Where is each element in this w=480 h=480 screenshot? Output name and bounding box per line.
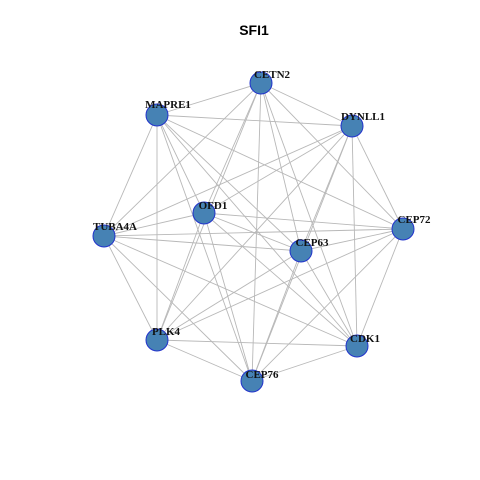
- edge-cep72-cep76: [251, 228, 404, 382]
- node-label-cep72: CEP72: [398, 214, 432, 226]
- edge-cetn2-dynll1: [260, 82, 353, 127]
- edge-mapre1-ofd1: [156, 114, 205, 214]
- node-cep76: CEP76: [240, 369, 280, 393]
- node-circle-cep72: [391, 217, 415, 241]
- node-dynll1: DYNLL1: [340, 111, 385, 138]
- edge-cep63-cep76: [251, 250, 302, 382]
- edge-cetn2-mapre1: [156, 82, 262, 116]
- node-label-dynll1: DYNLL1: [341, 111, 385, 123]
- node-circle-cep63: [289, 239, 313, 263]
- edge-dynll1-cdk1: [351, 125, 358, 347]
- edge-mapre1-cep76: [156, 114, 253, 382]
- edge-cetn2-cep72: [260, 82, 404, 230]
- diagram-title: SFI1: [239, 22, 269, 38]
- node-label-cdk1: CDK1: [350, 333, 380, 345]
- node-label-cep76: CEP76: [246, 369, 280, 381]
- edge-ofd1-tuba4a: [103, 212, 205, 237]
- edge-tuba4a-cdk1: [103, 235, 358, 347]
- node-plk4: PLK4: [145, 326, 181, 352]
- edge-layer: [103, 82, 404, 382]
- edge-cep63-plk4: [156, 250, 302, 341]
- node-circle-cep76: [240, 369, 264, 393]
- node-circle-cetn2: [249, 71, 273, 95]
- node-circle-tuba4a: [92, 224, 116, 248]
- edge-cetn2-cdk1: [260, 82, 358, 347]
- edge-ofd1-cep76: [203, 212, 253, 382]
- edge-mapre1-cep63: [156, 114, 302, 252]
- edge-cetn2-ofd1: [203, 82, 262, 214]
- node-cep63: CEP63: [289, 237, 330, 263]
- node-circle-ofd1: [192, 201, 216, 225]
- edge-cep72-cep63: [300, 228, 404, 252]
- node-cep72: CEP72: [391, 214, 432, 241]
- node-cdk1: CDK1: [345, 333, 380, 358]
- edge-mapre1-cep72: [156, 114, 404, 230]
- node-cetn2: CETN2: [249, 69, 291, 95]
- edge-plk4-cdk1: [156, 339, 358, 347]
- edge-dynll1-ofd1: [203, 125, 353, 214]
- edge-cetn2-cep63: [260, 82, 302, 252]
- edge-cep72-cdk1: [356, 228, 404, 347]
- node-label-mapre1: MAPRE1: [145, 99, 191, 111]
- edge-plk4-cep76: [156, 339, 253, 382]
- edge-cdk1-cep76: [251, 345, 358, 382]
- edge-dynll1-tuba4a: [103, 125, 353, 237]
- node-label-cep63: CEP63: [296, 237, 330, 249]
- node-label-ofd1: OFD1: [199, 200, 228, 212]
- edge-cep72-plk4: [156, 228, 404, 341]
- edge-mapre1-tuba4a: [103, 114, 158, 237]
- node-label-plk4: PLK4: [152, 326, 181, 338]
- node-circle-plk4: [145, 328, 169, 352]
- node-label-tuba4a: TUBA4A: [93, 221, 137, 233]
- edge-tuba4a-cep63: [103, 235, 302, 252]
- node-tuba4a: TUBA4A: [92, 221, 137, 248]
- edge-cetn2-tuba4a: [103, 82, 262, 237]
- edge-dynll1-cep72: [351, 125, 404, 230]
- edge-tuba4a-cep76: [103, 235, 253, 382]
- edge-cep63-cdk1: [300, 250, 358, 347]
- node-mapre1: MAPRE1: [145, 99, 191, 127]
- edge-ofd1-cdk1: [203, 212, 358, 347]
- edge-tuba4a-cep72: [103, 228, 404, 237]
- edge-ofd1-cep63: [203, 212, 302, 252]
- node-circle-mapre1: [145, 103, 169, 127]
- node-label-cetn2: CETN2: [254, 69, 291, 81]
- node-circle-dynll1: [340, 114, 364, 138]
- edge-tuba4a-plk4: [103, 235, 158, 341]
- edge-mapre1-dynll1: [156, 114, 353, 127]
- node-circle-cdk1: [345, 334, 369, 358]
- node-ofd1: OFD1: [192, 200, 228, 225]
- edge-ofd1-cep72: [203, 212, 404, 230]
